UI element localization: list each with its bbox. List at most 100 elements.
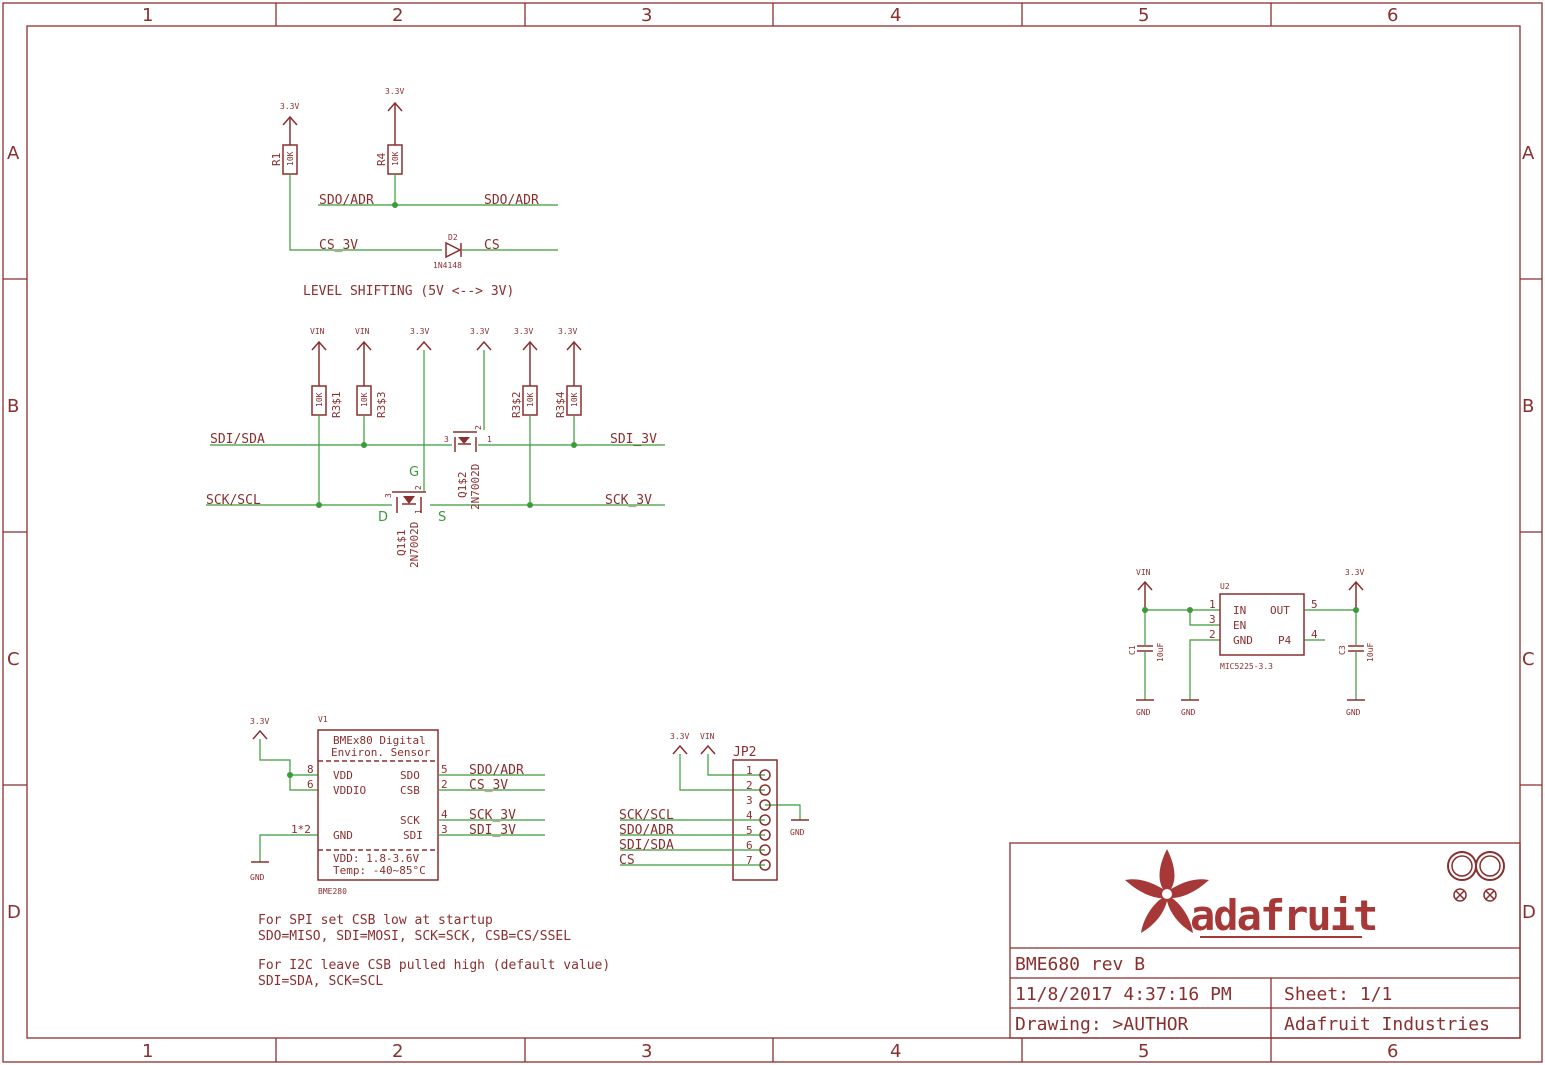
level-shift-caption: LEVEL SHIFTING (5V <--> 3V) <box>303 284 514 299</box>
zone-col-4: 4 <box>890 5 901 26</box>
c3-name: C3 <box>1338 645 1347 655</box>
q1-drain-label: D <box>378 510 388 525</box>
jp2-pin-number: 2 <box>746 779 753 792</box>
q2-pin-1: 1 <box>487 435 492 444</box>
sensor-header-1: BMEx80 Digital <box>333 734 426 747</box>
r1-name: R1 <box>270 153 283 166</box>
d2-name: D2 <box>448 233 458 242</box>
q1-name: Q1$1 <box>395 530 408 557</box>
sensor-pin-sdo: SDO <box>400 769 420 782</box>
jp2-name: JP2 <box>733 745 756 760</box>
r3-2-name: R3$2 <box>510 392 523 419</box>
sensor-header-2: Environ. Sensor <box>331 746 431 759</box>
title-block-date: 11/8/2017 4:37:16 PM <box>1015 984 1232 1005</box>
regulator-block: VIN 3.3V U2 IN EN GND OUT P4 1 3 2 5 4 M… <box>1128 568 1375 717</box>
title-block-sheet: Sheet: 1/1 <box>1284 984 1392 1005</box>
note-line-3: For I2C leave CSB pulled high (default v… <box>258 958 610 973</box>
net-sdo-adr-right: SDO/ADR <box>484 193 539 208</box>
u2-num-3: 3 <box>1209 613 1216 626</box>
sensor-pin-vddio: VDDIO <box>333 784 366 797</box>
sensor-net-sdo: SDO/ADR <box>469 763 524 778</box>
sensor-pin-sck: SCK <box>400 814 420 827</box>
zone-col-1-bottom: 1 <box>142 1041 153 1062</box>
sensor-part: BME280 <box>318 887 347 896</box>
gnd-u2: GND <box>1181 708 1196 717</box>
u2-num-5: 5 <box>1311 598 1318 611</box>
supply-vin-2: VIN <box>355 327 370 336</box>
supply-3v3-4: 3.3V <box>558 327 577 336</box>
zone-col-1: 1 <box>142 5 153 26</box>
jp2-net-sdo-adr: SDO/ADR <box>619 823 674 838</box>
title-block-drawing: Drawing: >AUTHOR <box>1015 1014 1189 1035</box>
jp2-pin-number: 5 <box>746 824 753 837</box>
sensor-num-2: 2 <box>441 778 448 791</box>
jp2-pin-number: 6 <box>746 839 753 852</box>
sensor-num-1-2: 1*2 <box>291 823 311 836</box>
r3-1-value: 10K <box>315 392 324 407</box>
oshw-mark-icon <box>1447 851 1505 902</box>
zone-col-2-bottom: 2 <box>392 1041 403 1062</box>
sensor-net-sdi: SDI_3V <box>469 823 516 838</box>
r3-1-name: R3$1 <box>330 392 343 419</box>
zone-col-6: 6 <box>1387 5 1398 26</box>
u2-name: U2 <box>1220 582 1230 591</box>
r4-supply-label: 3.3V <box>385 87 404 96</box>
gnd-c1: GND <box>1136 708 1151 717</box>
q2-pin-2: 2 <box>474 425 483 430</box>
q1-value: 2N7002D <box>408 522 421 568</box>
q1-source-label: S <box>438 510 446 525</box>
sensor-pin-sdi: SDI <box>403 829 423 842</box>
zone-row-c: C <box>7 649 20 670</box>
d2-value: 1N4148 <box>433 261 462 270</box>
net-cs: CS <box>484 238 500 253</box>
jp2-net-sdi-sda: SDI/SDA <box>619 838 674 853</box>
supply-3v3-1: 3.3V <box>410 327 429 336</box>
sensor-spec-temp: Temp: -40~85°C <box>333 864 426 877</box>
r3-3-value: 10K <box>360 392 369 407</box>
sensor-pin-gnd: GND <box>333 829 353 842</box>
u2-pin-en: EN <box>1233 619 1246 632</box>
q1-pin-1: 1 <box>414 509 423 514</box>
zone-col-3-bottom: 3 <box>641 1041 652 1062</box>
jp2-net-cs: CS <box>619 853 635 868</box>
i2c-shift-block: VIN VIN 3.3V 3.3V 3.3V 3.3V 10K R3$1 10K… <box>206 327 665 568</box>
note-line-4: SDI=SDA, SCK=SCL <box>258 974 383 989</box>
title-block: adafruit BME680 rev B 11/8/2017 4:37:16 … <box>1009 842 1521 1039</box>
c1-name: C1 <box>1128 645 1137 655</box>
u2-part: MIC5225-3.3 <box>1220 662 1273 671</box>
supply-3v3-3: 3.3V <box>514 327 533 336</box>
reg-vin-label: VIN <box>1136 568 1151 577</box>
c3-value: 10uF <box>1366 643 1375 662</box>
gnd-c3: GND <box>1346 708 1361 717</box>
jp2-pin-2 <box>759 784 771 796</box>
note-line-1: For SPI set CSB low at startup <box>258 913 493 928</box>
jp2-pin-number: 4 <box>746 809 753 822</box>
notes-block: For SPI set CSB low at startup SDO=MISO,… <box>258 913 610 989</box>
zone-col-5: 5 <box>1138 5 1149 26</box>
level-shift-block: 3.3V 10K R1 3.3V 10K R4 SDO/ADR SDO/ADR … <box>270 87 558 299</box>
sensor-block: 3.3V GND V1 BMEx80 Digital Environ. Sens… <box>250 715 545 896</box>
r4-value: 10K <box>391 151 400 166</box>
u2-num-4: 4 <box>1311 628 1318 641</box>
r3-4-name: R3$4 <box>554 391 567 418</box>
q1-pin-2: 2 <box>414 485 423 490</box>
c1-value: 10uF <box>1156 643 1165 662</box>
jp2-net-sck-scl: SCK/SCL <box>619 808 674 823</box>
supply-3v3-2: 3.3V <box>470 327 489 336</box>
u2-num-1: 1 <box>1209 598 1216 611</box>
sensor-spec-vdd: VDD: 1.8-3.6V <box>333 852 419 865</box>
sensor-num-6: 6 <box>307 778 314 791</box>
q2-value: 2N7002D <box>469 464 482 510</box>
sensor-pin-vdd: VDD <box>333 769 353 782</box>
r4-name: R4 <box>375 152 388 166</box>
jp2-supply-vin: VIN <box>700 732 715 741</box>
zone-row-d-right: D <box>1522 902 1536 923</box>
r3-3-name: R3$3 <box>375 392 388 419</box>
title-block-title: BME680 rev B <box>1015 954 1145 975</box>
jp2-supply-3v3: 3.3V <box>670 732 689 741</box>
zone-col-4-bottom: 4 <box>890 1041 901 1062</box>
logo-wordmark: adafruit <box>1190 891 1376 940</box>
r1-value: 10K <box>286 151 295 166</box>
zone-col-3: 3 <box>641 5 652 26</box>
